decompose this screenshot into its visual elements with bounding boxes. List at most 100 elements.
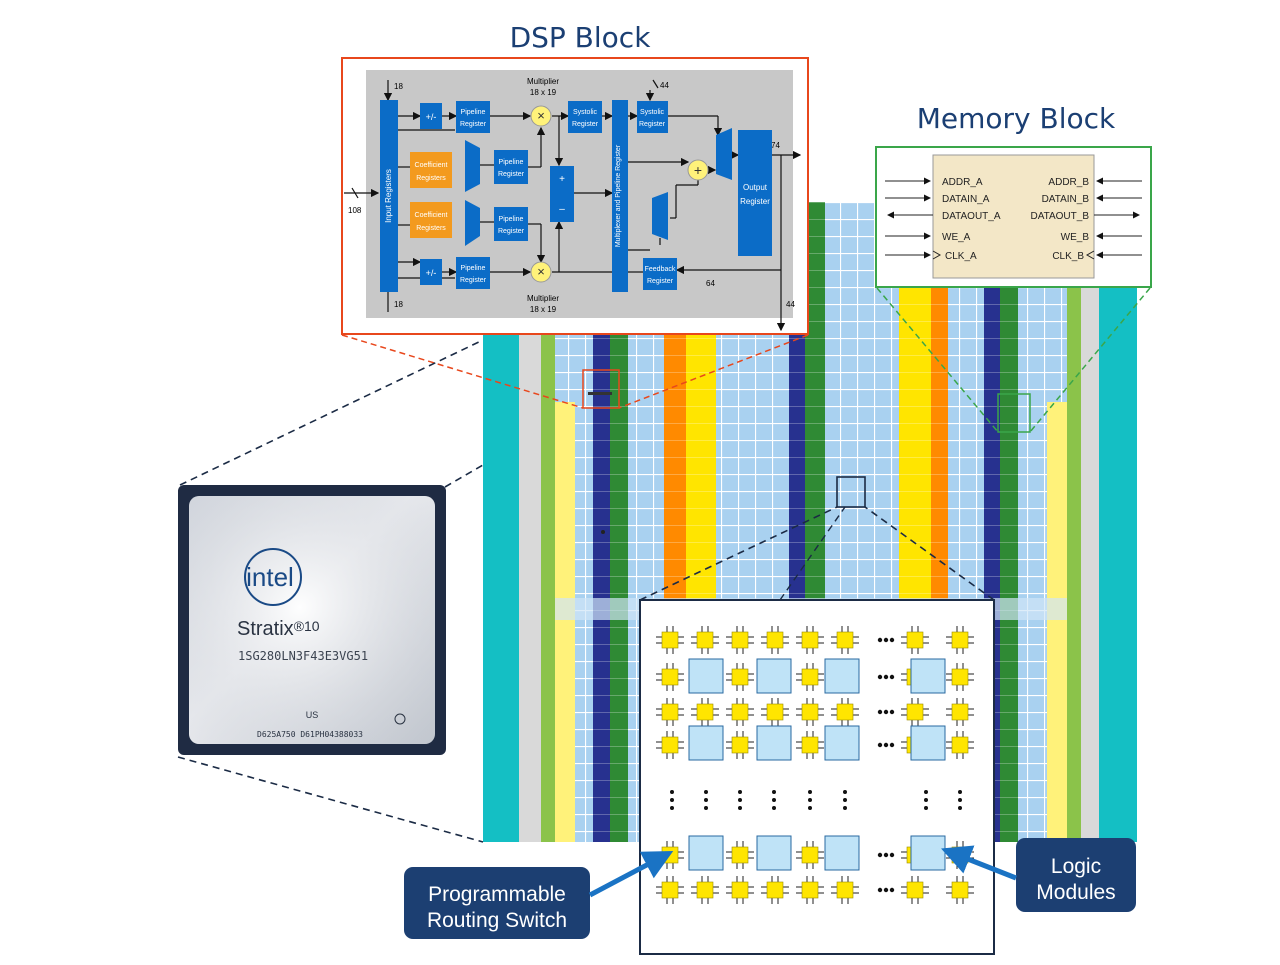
routing-switch xyxy=(801,881,819,899)
input-registers xyxy=(380,100,398,292)
ellipsis-dot xyxy=(704,806,708,810)
output-register: Output Register xyxy=(738,130,772,256)
intel-logo-ring xyxy=(244,548,302,606)
routing-switch xyxy=(661,846,679,864)
logic-module xyxy=(756,835,792,871)
chip-part-number: 1SG280LN3F43E3VG51 xyxy=(238,649,368,663)
ellipsis-dot xyxy=(738,798,742,802)
port-we-a: WE_A xyxy=(942,232,971,243)
logic-zoom-marker xyxy=(836,476,866,508)
routing-switch xyxy=(731,631,749,649)
ellipsis-dot xyxy=(772,798,776,802)
logic-module xyxy=(756,725,792,761)
logic-module xyxy=(910,835,946,871)
ellipsis-dot xyxy=(704,798,708,802)
routing-switch xyxy=(731,703,749,721)
ellipsis-dot xyxy=(808,798,812,802)
pipeline-register-1: Pipeline Register xyxy=(456,101,490,133)
routing-switch xyxy=(661,631,679,649)
logic-modules-label-2: Modules xyxy=(1036,881,1115,904)
logic-module xyxy=(910,725,946,761)
dsp-zoom-marker xyxy=(582,369,620,409)
routing-switch xyxy=(801,846,819,864)
ellipsis-dot xyxy=(889,852,895,858)
ellipsis-dot xyxy=(738,790,742,794)
routing-switch-label-2: Routing Switch xyxy=(427,909,567,932)
logic-module xyxy=(688,725,724,761)
ellipsis-dot xyxy=(670,790,674,794)
routing-switch xyxy=(661,668,679,686)
ellipsis-dot xyxy=(877,887,883,893)
input-registers-label: Input Registers xyxy=(384,169,393,223)
routing-switch xyxy=(951,881,969,899)
svg-text:–: – xyxy=(559,204,565,215)
logic-module xyxy=(824,725,860,761)
logic-module xyxy=(688,658,724,694)
ellipsis-dot xyxy=(843,790,847,794)
routing-switch xyxy=(906,881,924,899)
ellipsis-dot xyxy=(670,798,674,802)
memory-zoom-marker xyxy=(997,393,1031,433)
svg-text:Register: Register xyxy=(639,121,666,128)
systolic-register-1: Systolic Register xyxy=(568,101,602,133)
svg-text:Output: Output xyxy=(743,183,768,192)
memory-block-body xyxy=(932,154,1095,279)
routing-switch xyxy=(731,668,749,686)
ellipsis-dot xyxy=(958,798,962,802)
logic-zoom xyxy=(639,476,995,601)
memory-zoom xyxy=(876,287,1151,433)
ellipsis-dot xyxy=(883,852,889,858)
bus-width-feedback: 64 xyxy=(706,279,715,288)
ellipsis-dot xyxy=(924,798,928,802)
svg-text:Coefficient: Coefficient xyxy=(415,212,448,219)
svg-text:Register: Register xyxy=(498,228,525,235)
logic-modules-arrow xyxy=(941,845,1017,881)
svg-text:Pipeline: Pipeline xyxy=(499,159,524,166)
logic-module xyxy=(824,835,860,871)
routing-switch xyxy=(801,668,819,686)
svg-text:Pipeline: Pipeline xyxy=(461,109,486,116)
systolic-register-2: Systolic Register xyxy=(637,101,668,133)
chip-e3-mark xyxy=(394,713,406,725)
multiplier-bottom-size: 18 x 19 xyxy=(530,305,557,314)
multiplier-top-symbol xyxy=(530,105,552,127)
port-clk-a: CLK_A xyxy=(945,251,977,262)
ellipsis-dot xyxy=(924,790,928,794)
coefficient-registers-2: Coefficient Registers xyxy=(410,202,452,238)
logic-modules-label-1: Logic xyxy=(1051,855,1101,878)
routing-switch xyxy=(696,631,714,649)
ellipsis-dot xyxy=(883,674,889,680)
routing-switch xyxy=(836,881,854,899)
ellipsis-dot xyxy=(958,790,962,794)
feedback-mux xyxy=(652,192,668,240)
routing-switch xyxy=(731,846,749,864)
coeff-mux-1 xyxy=(465,140,480,192)
svg-text:Systolic: Systolic xyxy=(640,109,665,116)
svg-text:Register: Register xyxy=(740,197,770,206)
dsp-zoom xyxy=(341,334,809,409)
gray-column-right xyxy=(1081,202,1099,842)
ellipsis-dot xyxy=(843,806,847,810)
ellipsis-dot xyxy=(889,887,895,893)
multiplier-top-size: 18 x 19 xyxy=(530,88,557,97)
port-we-b: WE_B xyxy=(1061,232,1090,243)
logic-modules-label-box xyxy=(1016,838,1136,912)
gray-column-left xyxy=(519,202,541,842)
lightgreen-column-right xyxy=(1067,202,1081,842)
addsub-bottom xyxy=(420,259,442,285)
ellipsis-dot xyxy=(772,790,776,794)
port-clk-b: CLK_B xyxy=(1052,251,1084,262)
adder-subtractor xyxy=(550,166,574,222)
logic-modules-callout: Logic Modules xyxy=(941,838,1136,912)
memory-block: ADDR_A DATAIN_A DATAOUT_A WE_A CLK_A ADD… xyxy=(875,146,1152,288)
port-dataout-b: DATAOUT_B xyxy=(1030,211,1089,222)
routing-switch xyxy=(696,881,714,899)
bus-width-in: 108 xyxy=(348,206,362,215)
logic-grid xyxy=(656,626,974,904)
logic-module xyxy=(824,658,860,694)
ellipsis-dot xyxy=(889,637,895,643)
output-mux xyxy=(716,128,732,180)
chip-origin: US xyxy=(306,710,319,720)
ellipsis-dot xyxy=(877,674,883,680)
